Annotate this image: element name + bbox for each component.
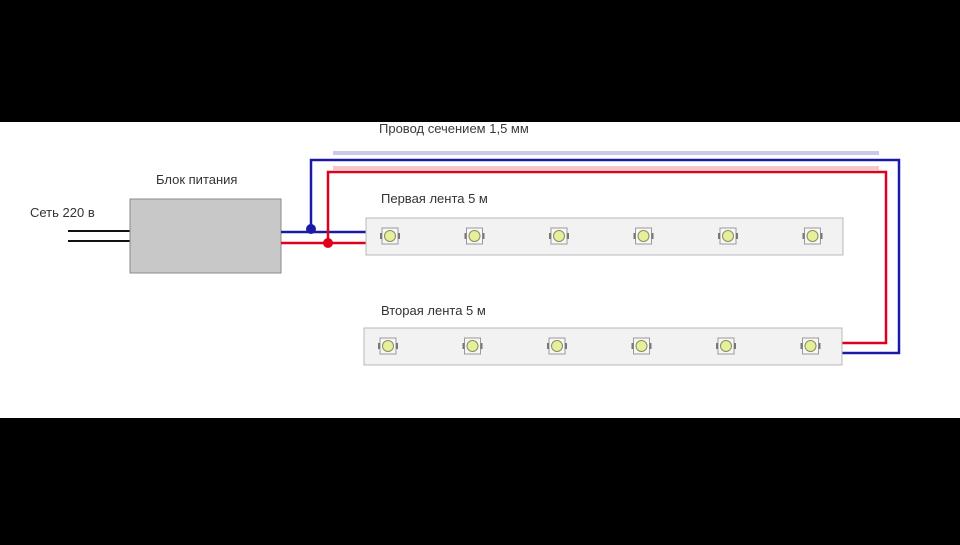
led-group-second (378, 337, 821, 355)
first-strip-led (549, 227, 569, 245)
cable-pair-top-pink (333, 166, 879, 170)
second-strip-led (462, 337, 483, 355)
wire-positive-riser (326, 170, 888, 345)
first-strip-led (633, 227, 654, 245)
first-strip-led (464, 227, 485, 245)
junction-positive (323, 238, 333, 248)
led-strip-second (363, 327, 843, 366)
second-strip-label: Вторая лента 5 м (381, 303, 486, 318)
first-strip-led (380, 227, 400, 245)
power-supply-box (129, 198, 282, 274)
second-strip-led (631, 337, 652, 355)
first-strip-led (802, 227, 823, 245)
led-strip-first (365, 217, 844, 256)
mains-label: Сеть 220 в (30, 205, 95, 220)
led-group-first (380, 227, 823, 245)
wire-label: Провод сечением 1,5 мм (379, 121, 529, 136)
cable-pair-top (333, 151, 879, 155)
power-supply-label: Блок питания (156, 172, 238, 187)
second-strip-led (716, 337, 736, 355)
first-strip-led (718, 227, 738, 245)
wire-negative-riser (309, 158, 901, 355)
junction-negative (306, 224, 316, 234)
second-strip-led (800, 337, 821, 355)
second-strip-led (547, 337, 567, 355)
first-strip-label: Первая лента 5 м (381, 191, 488, 206)
second-strip-led (378, 337, 398, 355)
